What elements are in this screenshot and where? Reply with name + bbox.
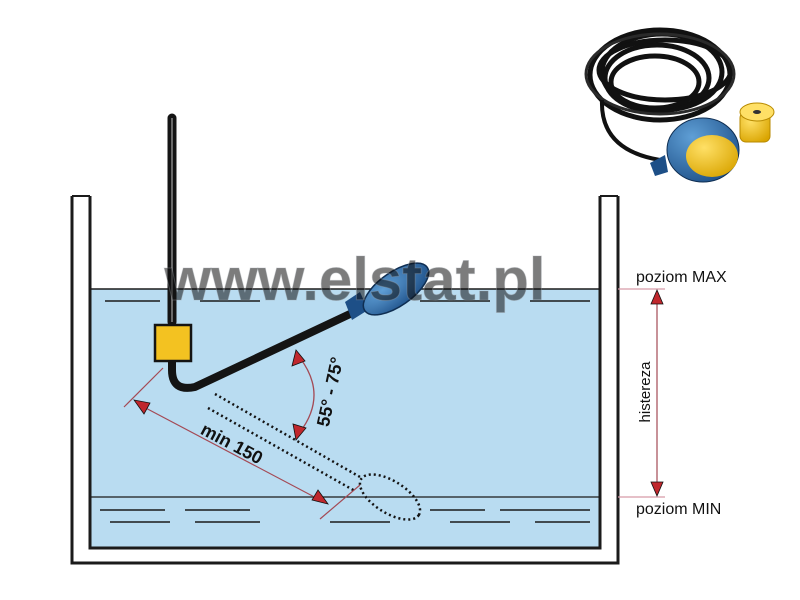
- hysteresis-label: histereza: [637, 361, 654, 423]
- float-lowered-outline: [358, 473, 422, 521]
- float-raised-icon: [345, 262, 430, 320]
- watermark-text: www.elstat.pl: [163, 246, 545, 313]
- cable-arm-lowered: [207, 392, 361, 493]
- tank-outer-wall: [70, 196, 620, 565]
- min-distance-dimension: [123, 367, 361, 520]
- level-max-label: poziom MAX: [636, 269, 727, 286]
- hysteresis-dimension: [650, 288, 664, 498]
- angle-indicator: [291, 349, 315, 441]
- counterweight-clamp: [153, 323, 193, 363]
- tank-inner-wall: [88, 196, 602, 550]
- counterweight-icon: [739, 102, 775, 143]
- cable-coil-icon: [584, 27, 736, 162]
- product-photo: [584, 27, 775, 183]
- cable-arm-raised: [168, 310, 354, 392]
- float-switch-icon: [650, 117, 740, 183]
- level-min-label: poziom MIN: [636, 501, 721, 518]
